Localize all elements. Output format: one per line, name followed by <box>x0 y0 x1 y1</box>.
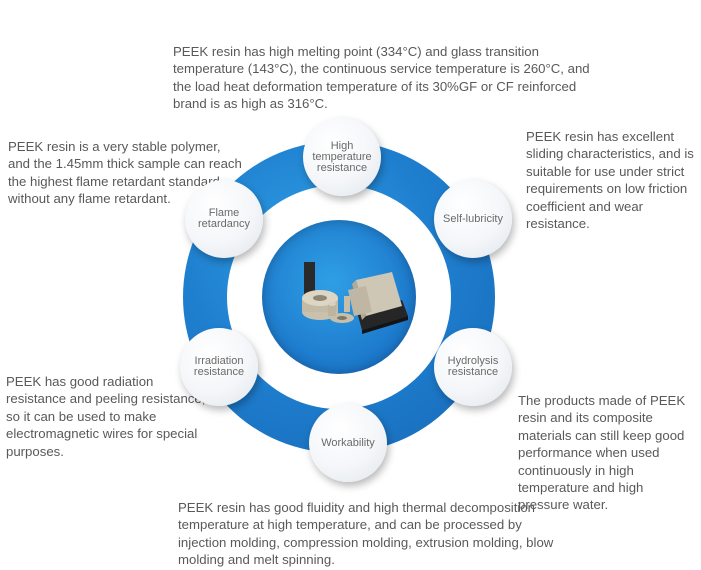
peek-parts-image <box>302 262 408 334</box>
high-temperature-description: PEEK resin has high melting point (334°C… <box>173 44 590 112</box>
black-rod <box>304 262 315 296</box>
node-hydrolysis-resistance: Hydrolysis resistance <box>434 328 512 406</box>
workability-description: PEEK resin has good fluidity and high th… <box>178 500 554 568</box>
self-lubricity-description: PEEK resin has excellent sliding charact… <box>526 129 694 232</box>
irradiation-description: PEEK has good radiation resistance and p… <box>6 374 206 459</box>
node-flame-retardancy: Flame retardancy <box>185 180 263 258</box>
node-label: Workability <box>321 436 375 449</box>
node-label: Irradiation resistance <box>193 355 245 378</box>
node-label: High temperature resistance <box>312 139 372 174</box>
flame-retardancy-description: PEEK resin is a very stable polymer, and… <box>8 139 242 207</box>
node-self-lubricity: Self-lubricity <box>434 180 512 258</box>
node-label: Hydrolysis resistance <box>447 355 499 378</box>
node-label: Flame retardancy <box>198 207 250 230</box>
node-high-temperature-resistance: High temperature resistance <box>303 118 381 196</box>
node-irradiation-resistance: Irradiation resistance <box>180 328 258 406</box>
hydrolysis-description: The products made of PEEK resin and its … <box>518 393 686 513</box>
node-workability: Workability <box>309 404 387 482</box>
node-label: Self-lubricity <box>443 212 503 225</box>
